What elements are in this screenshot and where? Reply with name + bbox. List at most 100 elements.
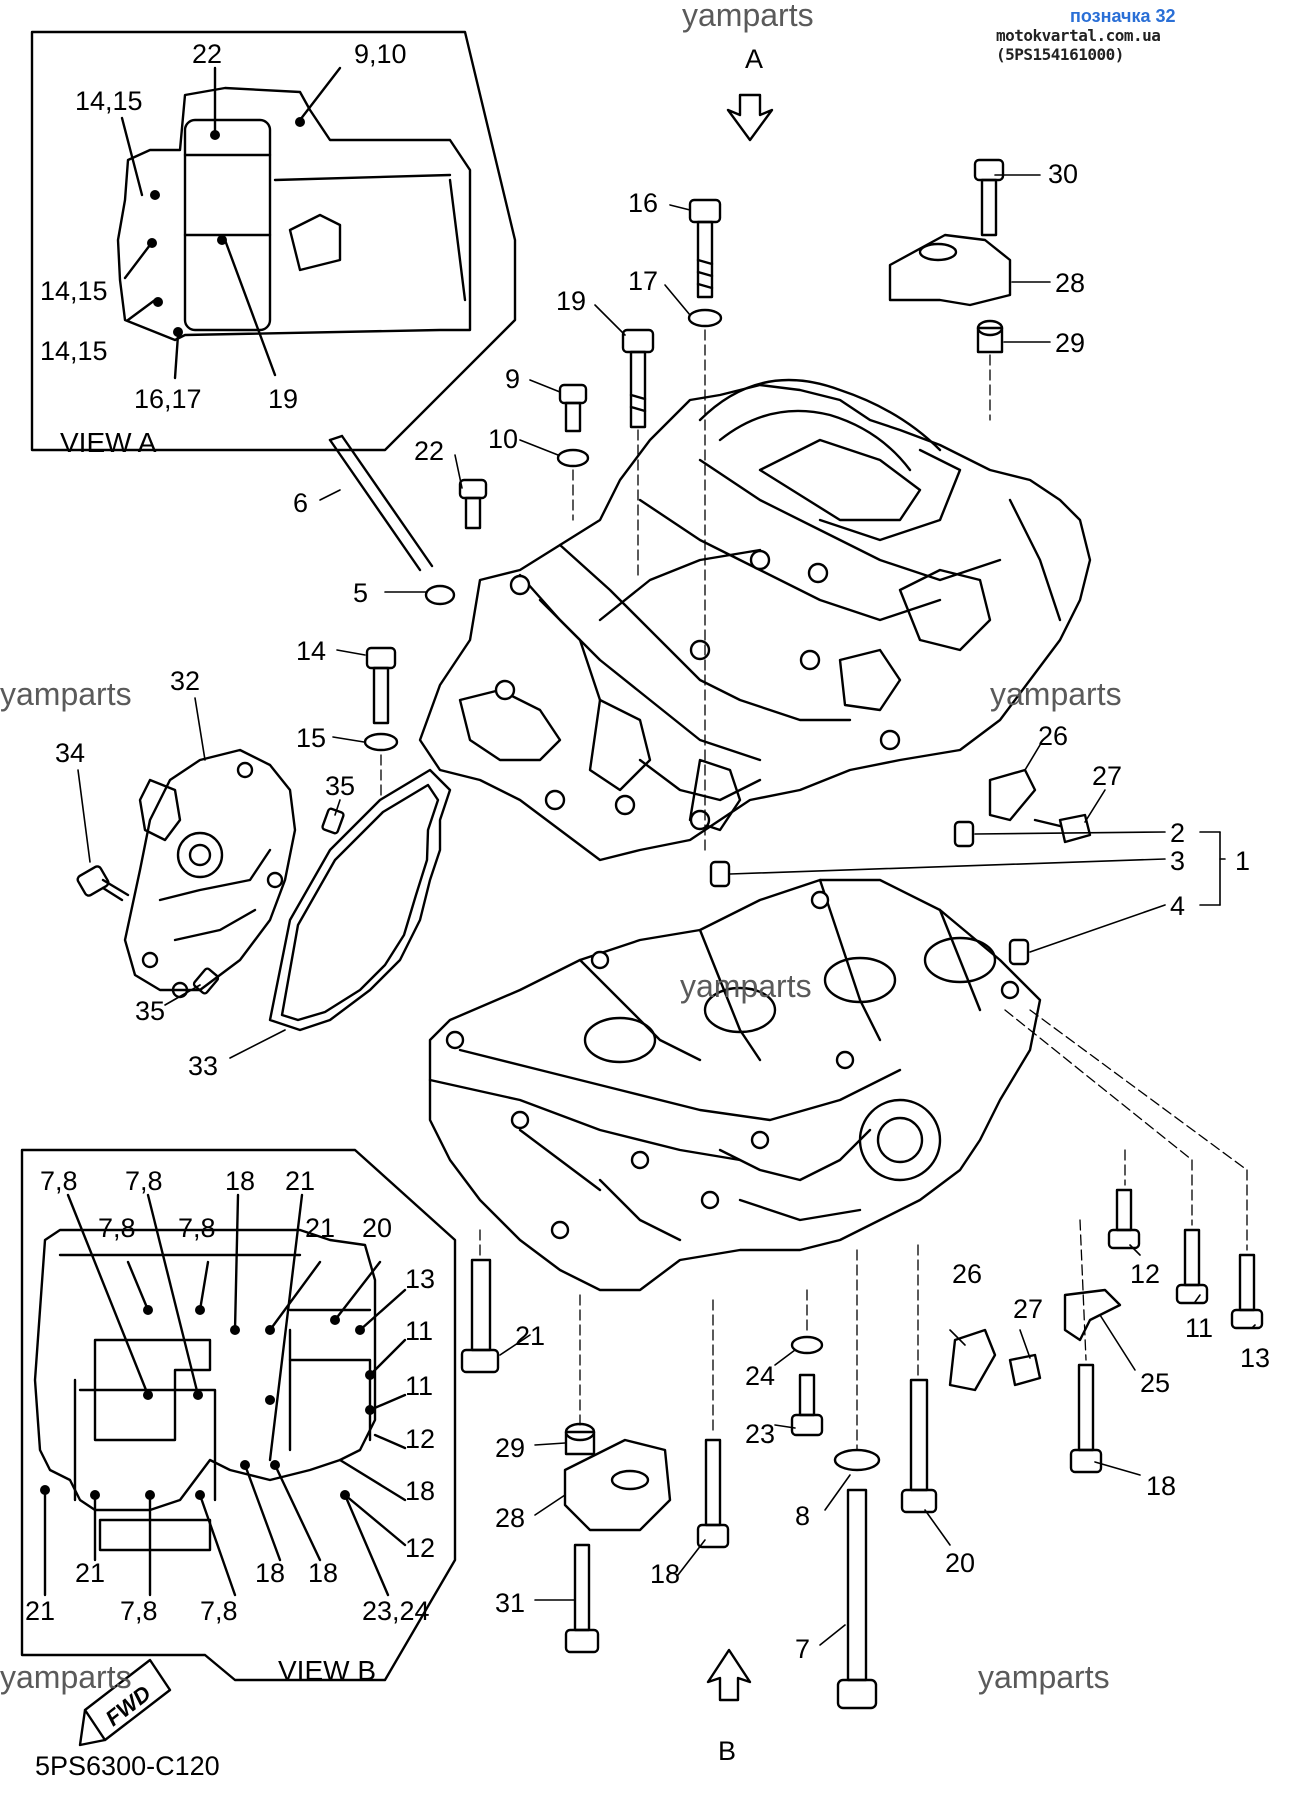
dowel-35-lower [192, 967, 220, 995]
callout: 19 [268, 384, 298, 414]
callout: 32 [170, 666, 200, 696]
washer-17 [687, 308, 723, 328]
callout: 28 [495, 1503, 525, 1533]
callout: 18 [1146, 1471, 1176, 1501]
washer-10 [556, 448, 590, 468]
lower-crankcase [428, 878, 1042, 1292]
dowel-35-upper [321, 807, 345, 835]
callout: 7,8 [200, 1596, 238, 1626]
callout: 15 [296, 723, 326, 753]
callout: 7,8 [178, 1213, 216, 1243]
reference-label[interactable]: позначка 32 [1070, 6, 1176, 26]
washer-15 [363, 732, 399, 752]
watermark: yamparts [990, 676, 1122, 712]
callout: 7 [795, 1634, 810, 1664]
callout: 4 [1170, 891, 1185, 921]
callout: 7,8 [98, 1213, 136, 1243]
bolt-18-mid [696, 1438, 730, 1549]
stud-6 [328, 434, 434, 572]
callout: 8 [795, 1501, 810, 1531]
callout: 9,10 [354, 39, 407, 69]
arrow-a-label: A [745, 44, 763, 74]
leader-lines [77, 174, 1256, 1646]
bolt-14 [365, 646, 397, 725]
callout: 35 [135, 996, 165, 1026]
view-a-holes [147, 117, 305, 337]
knock-pin-26-upper [988, 768, 1037, 822]
dowel-2 [953, 820, 975, 848]
callout: 29 [495, 1433, 525, 1463]
bolt-11 [1175, 1228, 1209, 1305]
callout: 18 [405, 1476, 435, 1506]
callout: 10 [488, 424, 518, 454]
callout: 27 [1013, 1294, 1043, 1324]
bolt-23 [790, 1373, 824, 1437]
callout: 5 [353, 578, 368, 608]
callout: 21 [25, 1596, 55, 1626]
main-callouts: 30 28 29 16 17 19 9 10 22 6 5 14 15 32 3… [55, 159, 1270, 1664]
callout: 11 [1185, 1313, 1213, 1343]
collar-29-lower [564, 1422, 596, 1456]
callout: 7,8 [125, 1166, 163, 1196]
callout: 22 [192, 39, 222, 69]
bolt-21 [460, 1258, 500, 1374]
callout: 12 [405, 1533, 435, 1563]
dowel-5 [424, 584, 456, 606]
callout: 7,8 [40, 1166, 78, 1196]
screw-27-upper [1033, 813, 1092, 844]
callout: 18 [225, 1166, 255, 1196]
callout: 21 [285, 1166, 315, 1196]
washer-8 [833, 1448, 881, 1472]
view-a-inset [30, 30, 517, 452]
upper-case-bolt-holes [494, 549, 901, 831]
callout: 14,15 [75, 86, 143, 116]
watermark: yamparts [0, 676, 132, 712]
callout: 16 [628, 188, 658, 218]
callout: 35 [325, 771, 355, 801]
callout: 25 [1140, 1368, 1170, 1398]
callout: 29 [1055, 328, 1085, 358]
alignment-lines [380, 329, 1248, 1451]
callout: 17 [628, 266, 658, 296]
view-a-title: VIEW A [60, 427, 157, 458]
callout: 20 [945, 1548, 975, 1578]
callout: 23,24 [362, 1596, 430, 1626]
bolt-7 [836, 1488, 878, 1710]
bolt-30 [973, 158, 1005, 237]
collar-29-upper [976, 319, 1004, 354]
fwd-arrow-icon [78, 1658, 172, 1747]
watermark: yamparts [0, 1659, 132, 1695]
upper-crankcase [418, 378, 1092, 862]
callout: 13 [405, 1264, 435, 1294]
oil-pump-cover-32 [123, 748, 297, 999]
callout: 34 [55, 738, 85, 768]
collar-24 [790, 1335, 824, 1355]
view-a-labels: 22 9,10 14,15 14,15 14,15 16,17 19 VIEW … [40, 39, 407, 458]
callout: 20 [362, 1213, 392, 1243]
callout: 30 [1048, 159, 1078, 189]
callout: 26 [1038, 721, 1068, 751]
callout: 12 [405, 1424, 435, 1454]
callout: 11 [405, 1316, 433, 1346]
callout: 7,8 [120, 1596, 158, 1626]
watermark: yamparts [682, 0, 814, 33]
callout: 31 [495, 1588, 525, 1618]
dowel-3 [709, 860, 731, 888]
diagram-code: 5PS6300-C120 [35, 1751, 220, 1781]
bolt-16 [688, 198, 722, 299]
callout: 23 [745, 1419, 775, 1449]
knock-pin-26-lower [948, 1328, 997, 1392]
callout: 21 [305, 1213, 335, 1243]
bolt-22 [458, 478, 488, 530]
arrow-b-label: B [718, 1736, 736, 1766]
callout: 1 [1235, 846, 1250, 876]
callout: 26 [952, 1259, 982, 1289]
callout: 14 [296, 636, 326, 666]
callout: 12 [1130, 1259, 1160, 1289]
gasket-33 [268, 768, 452, 1032]
callout: 21 [515, 1321, 545, 1351]
callout: 9 [505, 364, 520, 394]
bolt-9 [558, 383, 588, 433]
watermark: yamparts [680, 968, 812, 1004]
